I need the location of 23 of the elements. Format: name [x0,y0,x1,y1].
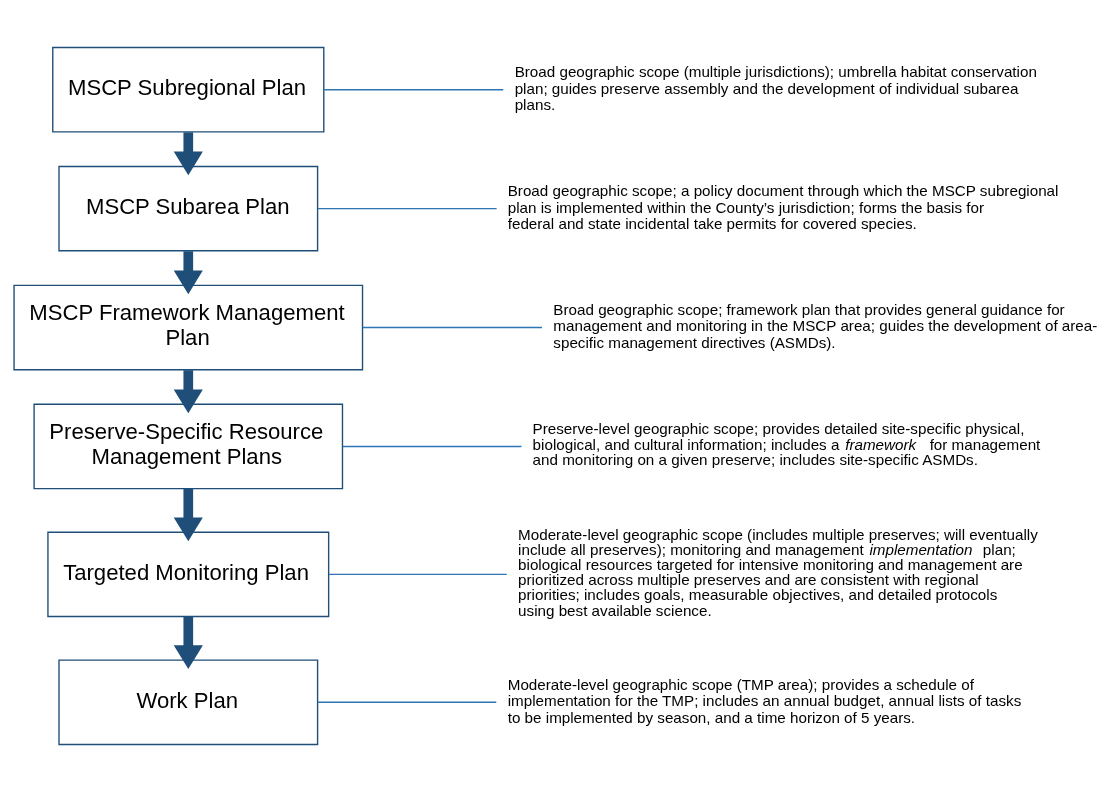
arrow [173,370,203,414]
connector [317,701,497,703]
node-box: Work Plan [58,659,319,746]
node-box: MSCP Framework Management Plan [13,284,364,371]
connector [317,207,498,210]
connector [323,89,504,91]
node-box: Targeted Monitoring Plan [47,531,330,618]
arrow [173,488,203,542]
node-text: Moderate-level geographic scope (includes multiple preserves; will eventually include all preserves); monitoring and management implementation plan; biological resources targeted for intensive monitoring and management are prioritized across multiple preserves and are consistent with regional priorities; includes goals, measurable objectives, and detailed protocols using best available science. [518,525,1038,619]
node-text: Moderate-level geographic scope (TMP area); provides a schedule of implementation for the TMP; includes an annual budget, annual lists of tasks to be implemented by season, and a time horizon of 5 years. [507,675,1022,726]
connector [342,445,523,448]
node-text: Preserve-level geographic scope; provides detailed site-specific physical, biological, and cultural information; includes a framework for management and monitoring on a given preserve; includes site-specific ASMDs. [532,420,1041,468]
arrow [173,616,203,670]
arrow [173,251,203,295]
arrow [173,132,203,176]
node-box: Preserve-Specific Resource Management Plans [33,403,344,490]
node-text: Broad geographic scope; a policy document through which the MSCP subregional plan is implemented within the County’s jurisdiction; forms the basis for federal and state incidental take permits for covered species. [507,181,1059,233]
node-text: Broad geographic scope (multiple jurisdictions); umbrella habitat conservation plan; guides preserve assembly and the development of individual subarea plans. [514,62,1037,114]
node-text: Broad geographic scope; framework plan that provides general guidance for management and monitoring in the MSCP area; guides the development of area-specific management directives (ASMDs). [553,300,1098,352]
node-box: MSCP Subarea Plan [58,165,319,252]
node-box: MSCP Subregional Plan [52,46,325,133]
connector [362,326,543,329]
connector [328,573,508,576]
